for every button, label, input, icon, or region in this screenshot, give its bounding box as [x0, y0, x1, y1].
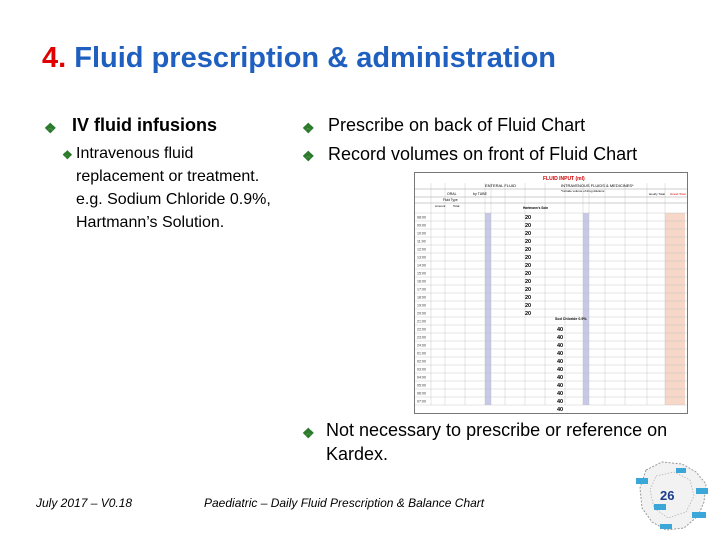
- chart-time-label: 13:00: [417, 256, 426, 260]
- chart-col1-value: 20: [525, 247, 531, 253]
- chart-col1-value: 20: [525, 311, 531, 317]
- chart-grand-header: Grand Total: [670, 192, 686, 196]
- chart-total-header: Total: [453, 204, 460, 208]
- chart-time-label: 05:00: [417, 384, 426, 388]
- fluid-chart-image: FLUID INPUT (ml) ENTERAL FLUID INTRAVENO…: [414, 172, 688, 414]
- chart-iv-label: INTRAVENOUS FLUIDS & MEDICINES*: [561, 183, 634, 188]
- chart-time-label: 21:00: [417, 320, 426, 324]
- bullet-icon: ❖: [302, 425, 315, 441]
- chart-col2-value: 40: [557, 359, 563, 365]
- map-inner-boundary: [649, 471, 695, 519]
- chart-col2-value: 40: [557, 375, 563, 381]
- chart-time-label: 18:00: [417, 296, 426, 300]
- left-sub-line-2: replacement or treatment.: [76, 168, 260, 185]
- left-sub-line-4: Hartmann’s Solution.: [76, 214, 225, 231]
- chart-time-label: 17:00: [417, 288, 426, 292]
- chart-tube-label: by TUBE: [473, 192, 488, 196]
- chart-time-label: 14:00: [417, 264, 426, 268]
- chart-time-label: 22:00: [417, 328, 426, 332]
- chart-col1-value: 20: [525, 239, 531, 245]
- right-bullet-3-line-1: Not necessary to prescribe or reference …: [326, 420, 668, 440]
- map-region-badge: [654, 504, 666, 510]
- chart-col1-value: 20: [525, 215, 531, 221]
- right-bullet-2: Record volumes on front of Fluid Chart: [328, 144, 638, 164]
- right-bullet-1: Prescribe on back of Fluid Chart: [328, 115, 586, 135]
- chart-col1-value: 20: [525, 295, 531, 301]
- map-region-badge: [636, 478, 648, 484]
- chart-col1-value: 20: [525, 231, 531, 237]
- chart-time-label: 08:00: [417, 216, 426, 220]
- chart-enteral-label: ENTERAL FLUID: [485, 183, 516, 188]
- chart-col2-value: 40: [557, 343, 563, 349]
- map-region-badge: [696, 488, 708, 494]
- chart-time-label: 20:00: [417, 312, 426, 316]
- chart-time-label: 24:00: [417, 344, 426, 348]
- chart-col1-label: Hartmann's Soln: [523, 206, 548, 210]
- chart-time-label: 15:00: [417, 272, 426, 276]
- chart-oral-label: ORAL: [447, 192, 457, 196]
- page-number: 26: [660, 488, 674, 503]
- chart-col1-value: 20: [525, 279, 531, 285]
- chart-col2-value: 40: [557, 335, 563, 341]
- chart-time-label: 07:00: [417, 400, 426, 404]
- chart-col2-value: 40: [557, 407, 563, 413]
- sub-bullet-icon: ❖: [62, 148, 73, 162]
- chart-time-label: 11:00: [417, 240, 426, 244]
- chart-col2-label: Sod Chloride 0.9%: [555, 317, 587, 321]
- bullet-icon: ❖: [302, 148, 315, 164]
- chart-col1-value: 20: [525, 255, 531, 261]
- footer-title: Paediatric – Daily Fluid Prescription & …: [204, 496, 485, 510]
- left-sub-line-3: e.g. Sodium Chloride 0.9%,: [76, 191, 271, 208]
- chart-iv-sub: *Include volume of drug dilutions: [561, 189, 605, 193]
- chart-col1-value: 20: [525, 263, 531, 269]
- right-bullet-3-line-2: Kardex.: [326, 444, 389, 464]
- bullet-icon: ❖: [44, 120, 57, 136]
- map-region-badge: [660, 524, 672, 529]
- chart-col1-value: 20: [525, 271, 531, 277]
- chart-col2-value: 40: [557, 367, 563, 373]
- chart-col2-value: 40: [557, 399, 563, 405]
- chart-grid: [415, 183, 687, 406]
- slide-title: 4. Fluid prescription & administration: [42, 42, 557, 74]
- chart-fluid-type-header: Fluid Type: [443, 198, 458, 202]
- map-region-badge: [692, 512, 706, 518]
- chart-time-label: 03:00: [417, 368, 426, 372]
- chart-col1-value: 20: [525, 287, 531, 293]
- chart-time-label: 02:00: [417, 360, 426, 364]
- chart-time-label: 16:00: [417, 280, 426, 284]
- map-region-badge: [676, 468, 686, 473]
- chart-time-label: 04:00: [417, 376, 426, 380]
- chart-col2-value: 40: [557, 391, 563, 397]
- chart-col2-value: 40: [557, 383, 563, 389]
- chart-time-label: 23:00: [417, 336, 426, 340]
- chart-time-label: 06:00: [417, 392, 426, 396]
- left-heading: IV fluid infusions: [72, 115, 217, 135]
- chart-col1-value: 20: [525, 303, 531, 309]
- chart-col1-value: 20: [525, 223, 531, 229]
- health-map-logo: 26: [636, 461, 708, 531]
- chart-hourly-header: Hourly Total: [649, 192, 665, 196]
- chart-time-label: 10:00: [417, 232, 426, 236]
- chart-amount-header: Amount: [435, 204, 446, 208]
- chart-col2-value: 40: [557, 327, 563, 333]
- left-sub-line-1: Intravenous fluid: [76, 145, 194, 162]
- footer-date: July 2017 – V0.18: [36, 496, 133, 510]
- chart-time-label: 19:00: [417, 304, 426, 308]
- chart-time-label: 12:00: [417, 248, 426, 252]
- chart-time-label: 01:00: [417, 352, 426, 356]
- chart-time-label: 09:00: [417, 224, 426, 228]
- chart-title: FLUID INPUT (ml): [543, 176, 585, 182]
- chart-col2-value: 40: [557, 351, 563, 357]
- bullet-icon: ❖: [302, 120, 315, 136]
